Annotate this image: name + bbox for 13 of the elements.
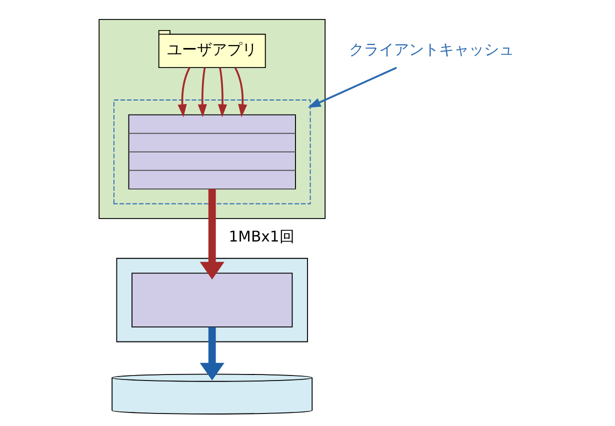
arrow xyxy=(200,188,224,280)
arrow xyxy=(308,66,397,108)
cluster xyxy=(98,18,326,220)
node-text: クライアントキャッシュ xyxy=(349,41,514,58)
arrow xyxy=(200,327,224,380)
arrow xyxy=(218,68,228,118)
cluster xyxy=(113,100,311,204)
node-box xyxy=(132,272,293,328)
arrow xyxy=(178,67,190,118)
cluster xyxy=(116,258,308,342)
arrow xyxy=(234,67,248,118)
edge-label: 1MBx1回 xyxy=(228,228,294,246)
arrow xyxy=(198,68,207,118)
